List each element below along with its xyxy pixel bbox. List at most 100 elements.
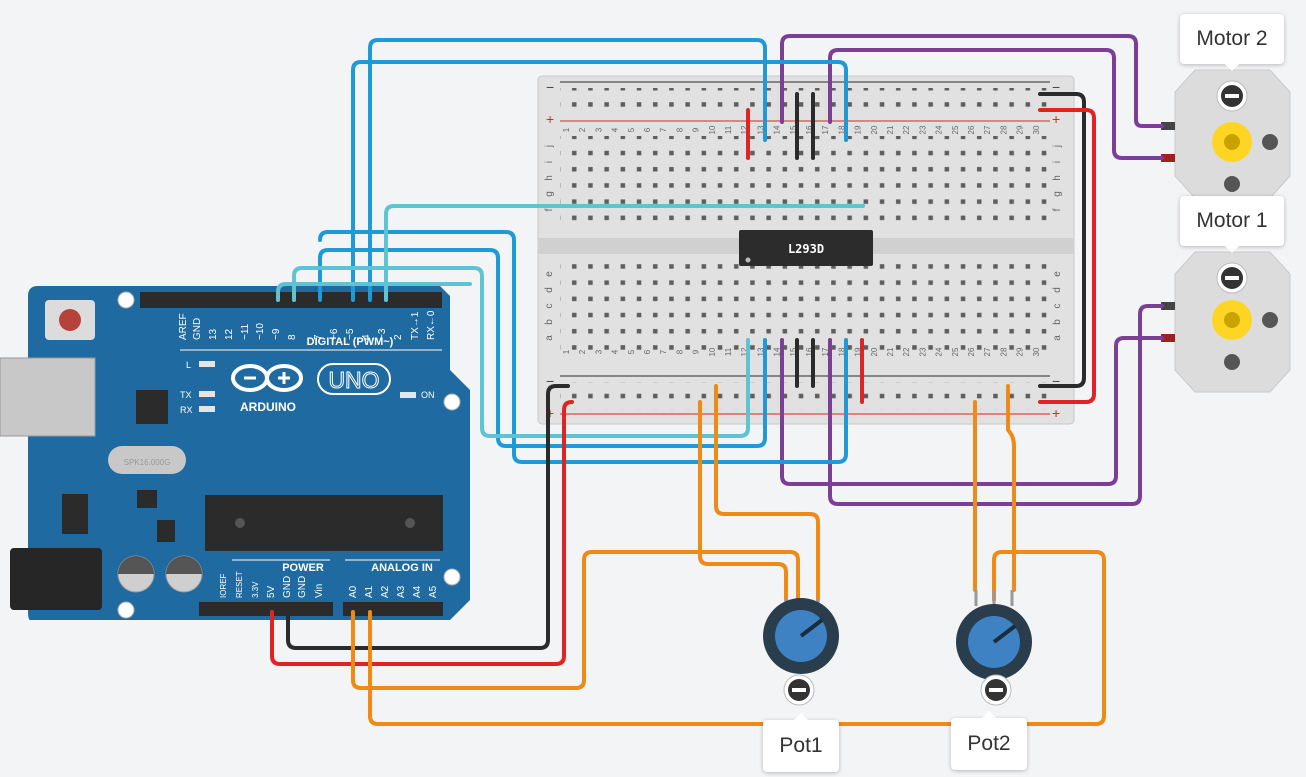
column-number: 26: [967, 125, 976, 134]
digital-pwm-label: DIGITAL (PWM~): [307, 336, 394, 348]
minus-circle-icon[interactable]: [980, 674, 1012, 706]
wire-red[interactable]: [1038, 108, 1096, 404]
power-jack: [10, 548, 102, 610]
row-letter: e: [1052, 271, 1063, 277]
wire-orange[interactable]: [698, 400, 788, 602]
column-number: 19: [854, 125, 863, 134]
crystal: [108, 446, 186, 474]
power-pin-label: A0: [348, 585, 359, 598]
column-number: 5: [627, 127, 636, 132]
wire-orange[interactable]: [368, 550, 1106, 726]
column-number: 22: [902, 347, 911, 356]
row-letter: g: [544, 191, 555, 197]
wire-blue[interactable]: [318, 230, 848, 464]
column-number: 20: [870, 347, 879, 356]
column-number: 3: [594, 349, 603, 354]
pot2-label[interactable]: Pot2: [951, 711, 1027, 770]
minus-circle-icon[interactable]: [1216, 80, 1248, 112]
rail-plus-label: +: [546, 405, 554, 421]
pot1-label[interactable]: Pot1: [763, 713, 839, 772]
column-number: 1: [562, 349, 571, 354]
digital-pin-label: RX←0: [426, 310, 437, 340]
motor-1-label[interactable]: Motor 1: [1180, 196, 1284, 253]
digital-header[interactable]: [140, 292, 442, 308]
wire-lightblue[interactable]: [292, 266, 750, 438]
wire-black[interactable]: [286, 384, 570, 650]
wire-purple[interactable]: [780, 34, 1164, 128]
column-number: 2: [578, 127, 587, 132]
column-number: 27: [983, 347, 992, 356]
potentiometer-2[interactable]: [956, 590, 1032, 706]
led-tx-label: TX: [180, 390, 192, 400]
row-letter: b: [1052, 319, 1063, 325]
arduino-brand: ARDUINO: [240, 400, 296, 414]
row-letter: i: [544, 161, 555, 163]
wire-orange[interactable]: [351, 550, 800, 690]
row-letter: c: [544, 304, 555, 309]
motor-2-label[interactable]: Motor 2: [1180, 14, 1284, 71]
wire-red[interactable]: [270, 400, 574, 666]
row-letter: f: [544, 208, 555, 211]
rail-minus-label: −: [546, 373, 554, 389]
column-number: 6: [643, 127, 652, 132]
led-rx-label: RX: [180, 405, 193, 415]
wire-purple[interactable]: [828, 48, 1164, 160]
wire-purple[interactable]: [780, 336, 1164, 486]
wire-blue[interactable]: [368, 38, 767, 302]
wire-orange[interactable]: [1006, 384, 1016, 592]
column-number: 20: [870, 125, 879, 134]
digital-pin-label: ~3: [377, 328, 388, 340]
column-number: 15: [789, 347, 798, 356]
rail-plus-label: +: [1052, 111, 1060, 127]
minus-circle-icon[interactable]: [783, 674, 815, 706]
digital-pin-label: ~11: [240, 323, 251, 340]
column-number: 30: [1032, 125, 1041, 134]
column-number: 15: [789, 125, 798, 134]
wires[interactable]: [270, 34, 1164, 726]
row-letter: e: [544, 271, 555, 277]
digital-pin-label: AREF: [178, 313, 189, 340]
potentiometer-1[interactable]: [763, 598, 839, 706]
column-number: 7: [659, 127, 668, 132]
analog-in-label: ANALOG IN: [371, 562, 433, 574]
motor-1[interactable]: [1161, 251, 1291, 393]
led-l-label: L: [186, 360, 191, 370]
column-numbers: 1122334455667788991010111112121313141415…: [562, 125, 1041, 356]
wire-lightblue[interactable]: [384, 204, 865, 302]
row-letter: a: [1052, 335, 1063, 341]
column-number: 29: [1016, 125, 1025, 134]
digital-pin-label: 13: [208, 328, 219, 340]
column-number: 11: [724, 347, 733, 356]
row-letter: h: [1052, 175, 1063, 181]
column-number: 13: [756, 125, 765, 134]
column-number: 17: [821, 347, 830, 356]
column-number: 16: [805, 125, 814, 134]
l293d-chip[interactable]: L293D: [739, 230, 873, 266]
wire-black[interactable]: [1038, 92, 1086, 388]
power-header[interactable]: [199, 602, 333, 616]
rail-plus-label: +: [1052, 405, 1060, 421]
motor-2[interactable]: [1161, 69, 1291, 199]
column-number: 5: [627, 349, 636, 354]
wire-purple[interactable]: [828, 304, 1164, 506]
row-letter: h: [544, 175, 555, 181]
power-pin-label: 5V: [266, 585, 277, 598]
wire-lightblue[interactable]: [276, 282, 472, 302]
power-pin-label: 3.3V: [251, 581, 260, 598]
column-number: 9: [692, 349, 701, 354]
column-number: 19: [854, 347, 863, 356]
wire-orange[interactable]: [714, 384, 820, 602]
analog-header[interactable]: [343, 602, 443, 616]
column-number: 27: [983, 125, 992, 134]
power-pin-label: GND: [297, 576, 308, 598]
minus-circle-icon[interactable]: [1216, 262, 1248, 294]
column-number: 28: [999, 347, 1008, 356]
rail-plus-label: +: [546, 111, 554, 127]
column-number: 22: [902, 125, 911, 134]
wire-blue[interactable]: [351, 60, 848, 302]
wire-blue[interactable]: [318, 248, 767, 448]
